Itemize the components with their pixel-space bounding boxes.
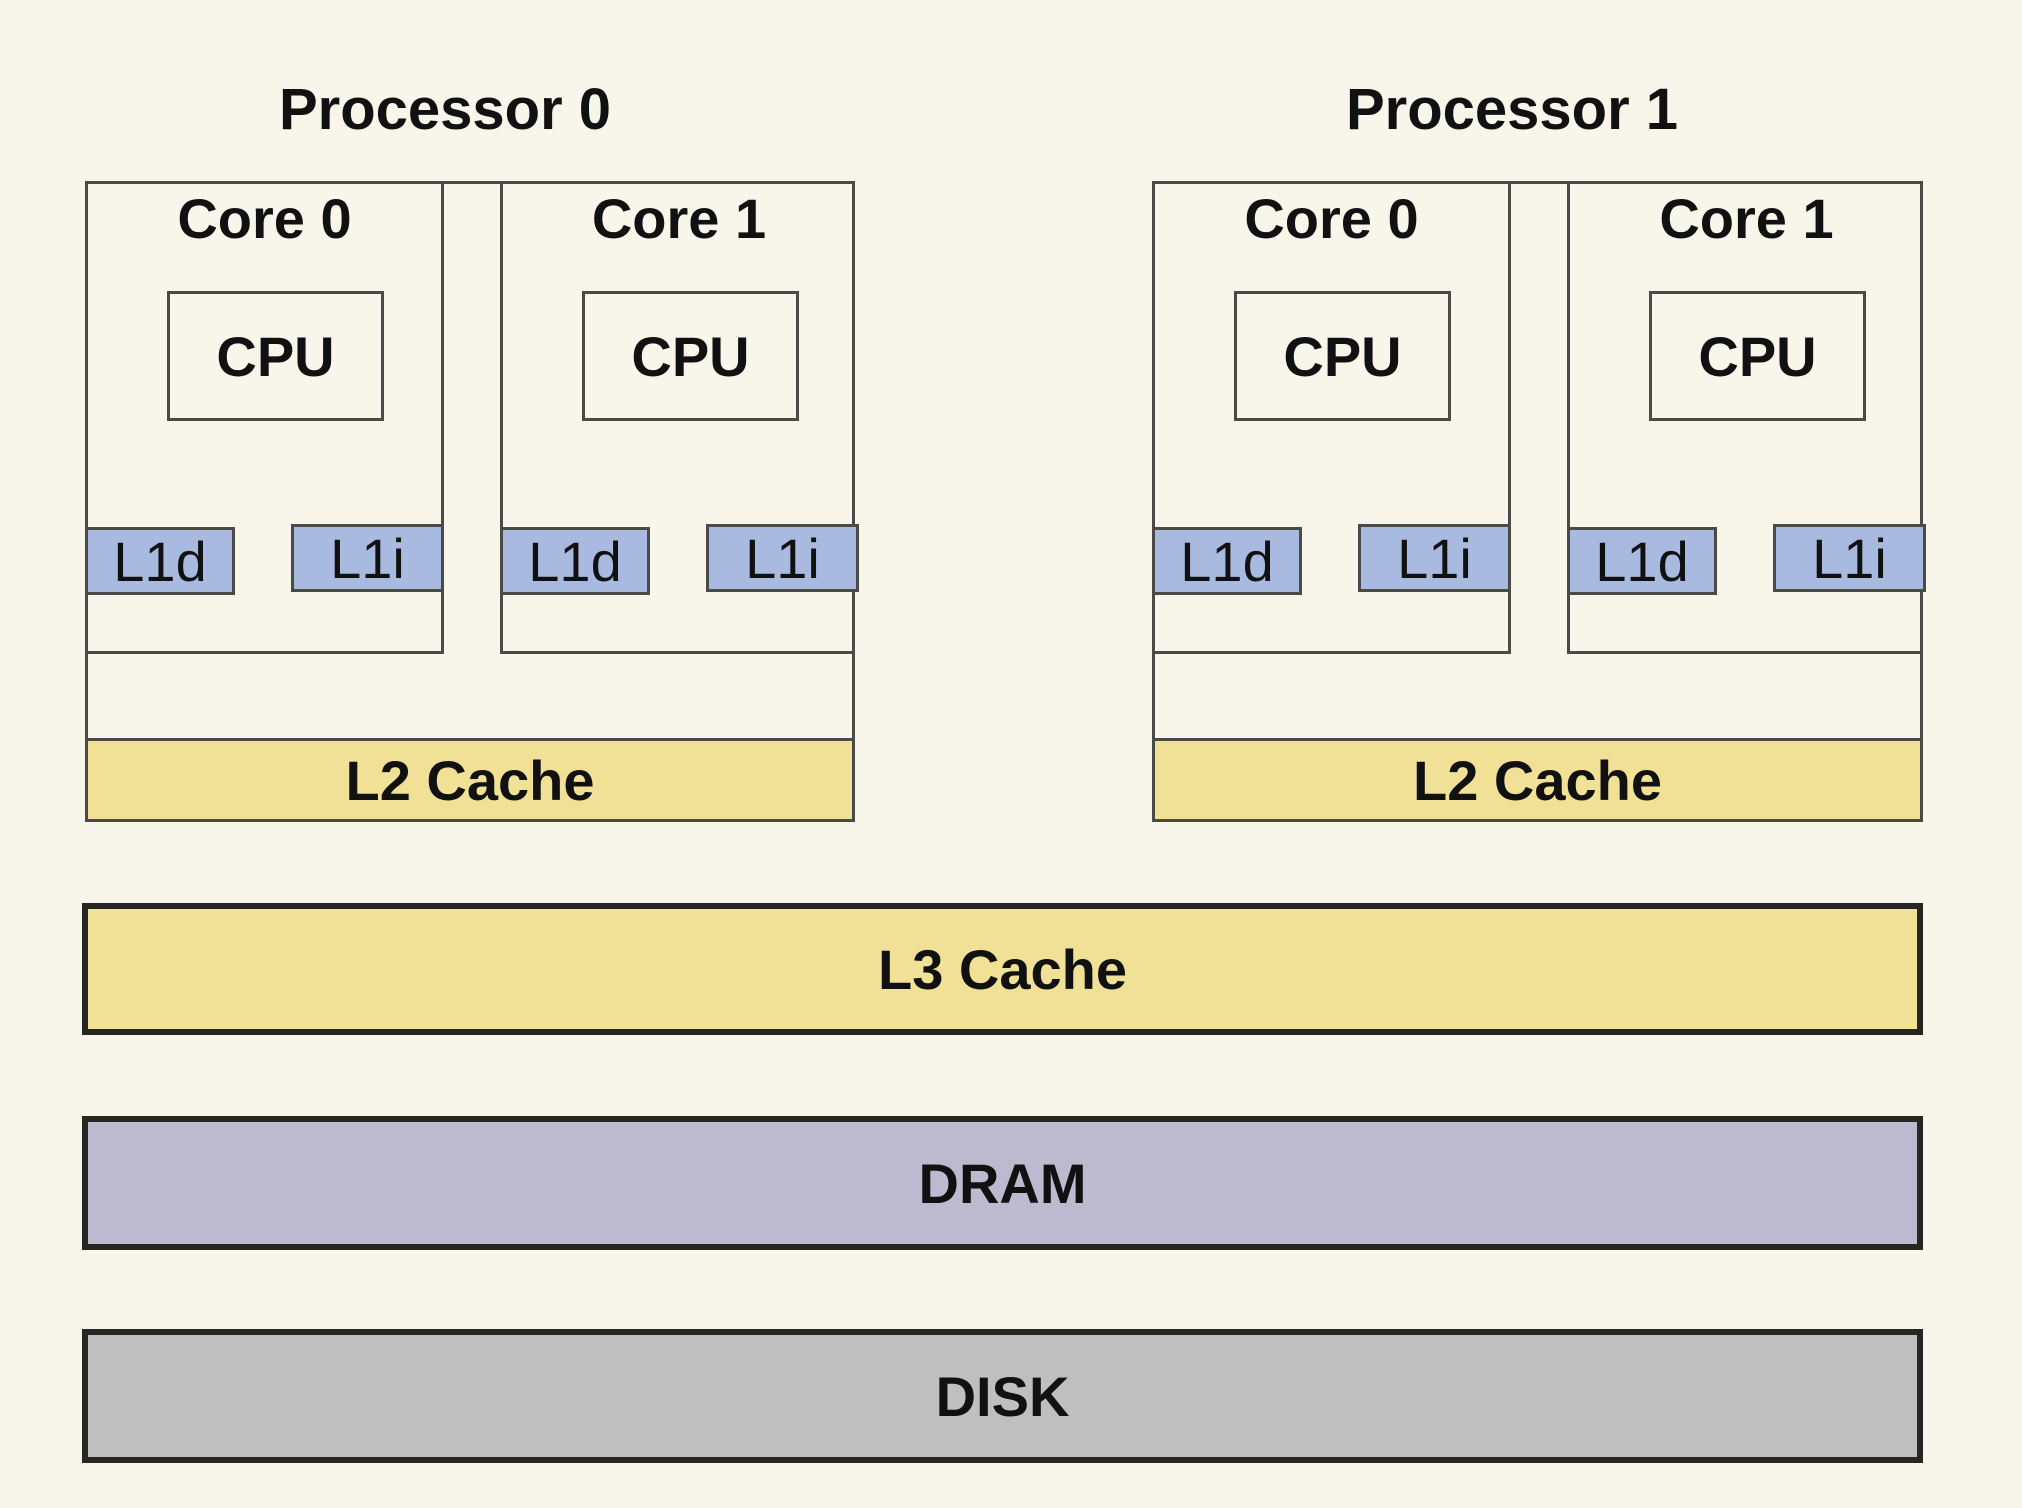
l1i-cache: L1i bbox=[1773, 524, 1926, 592]
processor-1-label: Processor 1 bbox=[1345, 77, 1679, 142]
processor-0-core-0: Core 0 CPU L1d L1i bbox=[85, 181, 444, 654]
l1d-cache: L1d bbox=[85, 527, 235, 595]
processor-0: Core 0 CPU L1d L1i Core 1 CPU L1d L1i L2… bbox=[85, 181, 859, 822]
l2-cache: L2 Cache bbox=[1155, 738, 1920, 819]
l1i-cache: L1i bbox=[706, 524, 859, 592]
core-title: Core 1 bbox=[1659, 187, 1834, 250]
processor-1-core-0: Core 0 CPU L1d L1i bbox=[1152, 181, 1511, 654]
l1i-cache: L1i bbox=[291, 524, 444, 592]
l1d-cache: L1d bbox=[1152, 527, 1302, 595]
core-title: Core 0 bbox=[1244, 187, 1419, 250]
core-title: Core 1 bbox=[591, 187, 767, 250]
cpu-box: CPU bbox=[1234, 291, 1451, 421]
processor-0-core-1: Core 1 CPU L1d L1i bbox=[500, 181, 859, 654]
disk: DISK bbox=[82, 1329, 1923, 1463]
l1d-cache: L1d bbox=[500, 527, 650, 595]
l3-cache: L3 Cache bbox=[82, 903, 1923, 1035]
processor-1-core-1: Core 1 CPU L1d L1i bbox=[1567, 181, 1926, 654]
processor-1: Core 0 CPU L1d L1i Core 1 CPU L1d L1i L2… bbox=[1152, 181, 1926, 822]
l1i-cache: L1i bbox=[1358, 524, 1511, 592]
dram: DRAM bbox=[82, 1116, 1923, 1250]
processor-0-label: Processor 0 bbox=[278, 77, 612, 142]
cpu-box: CPU bbox=[1649, 291, 1866, 421]
cpu-box: CPU bbox=[582, 291, 799, 421]
core-title: Core 0 bbox=[177, 187, 352, 250]
cpu-box: CPU bbox=[167, 291, 384, 421]
l2-cache: L2 Cache bbox=[88, 738, 852, 819]
l1d-cache: L1d bbox=[1567, 527, 1717, 595]
